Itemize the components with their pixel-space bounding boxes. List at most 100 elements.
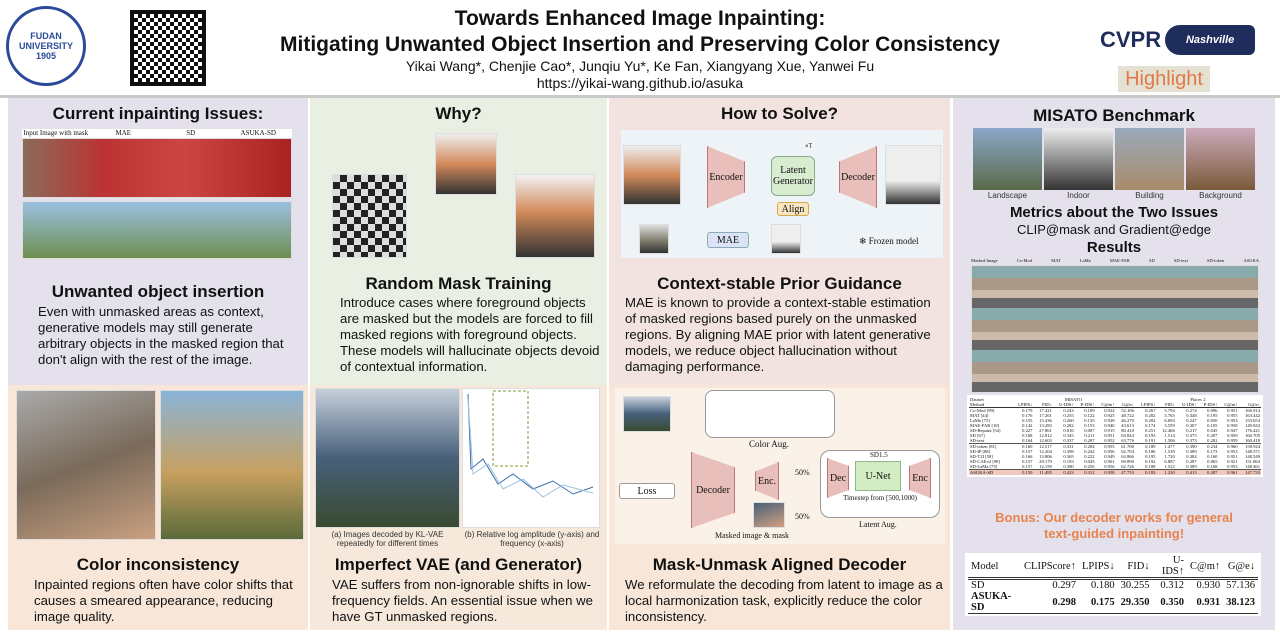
result-label: SD-token bbox=[1207, 258, 1225, 263]
table-cell: 148.461 bbox=[1245, 464, 1260, 469]
project-url[interactable]: https://yikai-wang.github.io/asuka bbox=[536, 75, 744, 91]
authors: Yikai Wang*, Chenjie Cao*, Junqiu Yu*, K… bbox=[405, 58, 875, 74]
table-cell: 0.959 bbox=[1227, 433, 1238, 438]
table-cell: 0.189 bbox=[1145, 444, 1156, 449]
output-image bbox=[885, 145, 941, 205]
fig-label-sd: SD bbox=[186, 129, 196, 137]
title-line-1: Towards Enhanced Image Inpainting: bbox=[454, 7, 826, 30]
table-cell: 0.389 bbox=[1186, 464, 1197, 469]
table-cell: ASUKA-SD bbox=[970, 470, 994, 475]
bonus-text: Bonus: Our decoder works for general tex… bbox=[995, 510, 1233, 541]
table-cell: 0.951 bbox=[1104, 433, 1115, 438]
table-cell: 160.418 bbox=[1245, 438, 1260, 443]
column-header: C@m↑ bbox=[1190, 560, 1221, 572]
table-cell: 153.653 bbox=[1245, 418, 1260, 423]
table-cell: 0.157 bbox=[1022, 464, 1033, 469]
section-title: Why? bbox=[435, 104, 482, 123]
group-header: Dataset bbox=[970, 397, 984, 402]
table-cell: 0.179 bbox=[1022, 408, 1033, 413]
table-cell: 61.700 bbox=[1121, 444, 1134, 449]
column-header: CLIPScore↑ bbox=[1024, 560, 1076, 572]
heading-unwanted-object: Unwanted object insertion bbox=[51, 282, 265, 301]
table-cell: 0.953 bbox=[1227, 418, 1238, 423]
table-cell: 0.930 bbox=[1196, 580, 1221, 591]
table-cell: 0.234 bbox=[1207, 444, 1218, 449]
caption-b: (b) Relative log amplitude (y-axis) and … bbox=[464, 530, 600, 548]
table-cell: 13.806 bbox=[1039, 454, 1052, 459]
table-cell: 0.168 bbox=[1022, 433, 1033, 438]
table-cell: 0.164 bbox=[1022, 438, 1033, 443]
table-cell: 0.307 bbox=[1186, 423, 1197, 428]
table-cell: 0.260 bbox=[1063, 418, 1074, 423]
table-cell: 12.204 bbox=[1039, 449, 1052, 454]
table-cell: 5.794 bbox=[1164, 408, 1175, 413]
masked-image-label: Masked image & mask bbox=[715, 531, 789, 540]
table-cell: 0.413 bbox=[1186, 470, 1197, 475]
table-cell: 0.160 bbox=[1022, 444, 1033, 449]
table-cell: 0.348 bbox=[1186, 413, 1197, 418]
table-cell: 57.136 bbox=[1226, 580, 1255, 591]
timestep-label: Timestep from [500,1000) bbox=[843, 494, 917, 502]
percent-50-top: 50% bbox=[795, 468, 810, 477]
table-cell: 0.193 bbox=[1063, 459, 1074, 464]
frozen-label: Frozen model bbox=[868, 236, 919, 246]
section-title: Current inpainting Issues: bbox=[52, 104, 264, 123]
table-cell: 12.517 bbox=[1039, 444, 1052, 449]
table-cell: 12.812 bbox=[1039, 433, 1052, 438]
table-cell: 0.390 bbox=[1063, 464, 1074, 469]
table-cell: 1.514 bbox=[1164, 433, 1175, 438]
table-cell: 148.571 bbox=[1245, 449, 1260, 454]
table-cell: 0.384 bbox=[1186, 454, 1197, 459]
table-cell: 176.421 bbox=[1245, 428, 1260, 433]
table-cell: 1.477 bbox=[1164, 444, 1175, 449]
table-cell: 0.109 bbox=[1084, 408, 1095, 413]
encoder-block: Encoder bbox=[707, 146, 745, 208]
table-cell: 0.195 bbox=[1145, 454, 1156, 459]
table-cell: 0.243 bbox=[1063, 408, 1074, 413]
table-cell: 11.495 bbox=[1039, 470, 1052, 475]
text-unwanted-object: Even with unmasked areas as context, gen… bbox=[38, 304, 284, 367]
result-label: Co-Mod bbox=[1016, 258, 1033, 263]
label-building: Building bbox=[1135, 191, 1164, 200]
table-cell: SD-Repaint [54] bbox=[970, 428, 1001, 433]
table-cell: 0.251 bbox=[1145, 428, 1156, 433]
flower-image bbox=[435, 133, 497, 195]
result-label: LaMa bbox=[1079, 258, 1091, 263]
table-cell: 27.861 bbox=[1039, 428, 1052, 433]
table-cell: 0.951 bbox=[1227, 408, 1238, 413]
table-cell: 0.924 bbox=[1104, 408, 1115, 413]
table-cell: 48.722 bbox=[1121, 413, 1134, 418]
column-header: LPIPS↓ bbox=[1018, 402, 1033, 407]
guitar-icon: Nashville bbox=[1165, 25, 1256, 55]
table-cell: 0.202 bbox=[1145, 413, 1156, 418]
table-cell: 0.204 bbox=[1084, 444, 1095, 449]
table-cell: 0.016 bbox=[1063, 428, 1074, 433]
table-cell: 29.350 bbox=[1120, 596, 1150, 608]
metrics-subtitle: CLIP@mask and Gradient@edge bbox=[1016, 222, 1212, 237]
table-cell: SD-LaMa [75] bbox=[970, 464, 998, 469]
table-cell: 0.915 bbox=[1104, 428, 1115, 433]
table-cell: 0.122 bbox=[1084, 413, 1095, 418]
mae-block: MAE bbox=[707, 232, 749, 248]
table-cell: SD-text bbox=[970, 438, 985, 443]
align-block: Align bbox=[777, 202, 809, 216]
castle-example-image bbox=[22, 201, 292, 259]
column-header: G@e↓ bbox=[1248, 402, 1260, 407]
table-cell: 0.142 bbox=[1022, 423, 1033, 428]
table-cell: 0.331 bbox=[1063, 444, 1074, 449]
table-cell: 6.693 bbox=[1164, 418, 1175, 423]
results-grid-image bbox=[971, 265, 1259, 393]
table-cell: 43.613 bbox=[1121, 423, 1134, 428]
table-cell: MAE-FAR [10] bbox=[970, 423, 1000, 428]
